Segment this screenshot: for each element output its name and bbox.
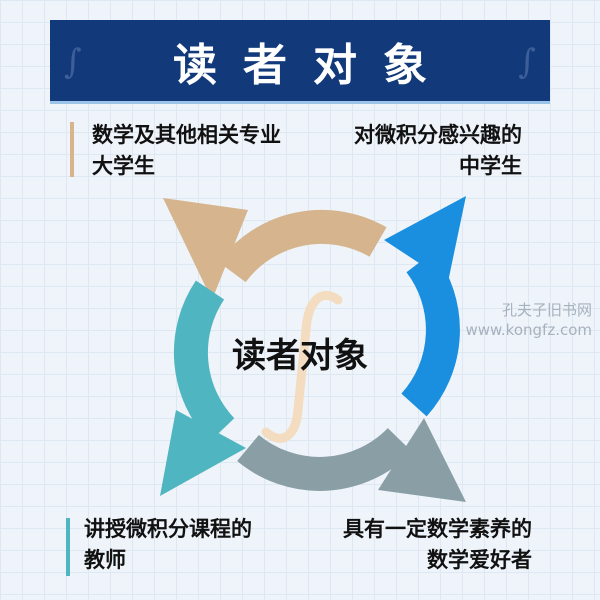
audience-line: 数学及其他相关专业: [92, 123, 281, 147]
audience-line: 讲授微积分课程的: [84, 517, 252, 541]
audience-teachers: 讲授微积分课程的 教师: [84, 514, 252, 576]
audience-line: 具有一定数学素养的: [343, 517, 532, 541]
title-banner: ∫ 读者对象 ∫: [50, 20, 550, 104]
center-label: 读者对象: [232, 336, 368, 376]
audience-line: 大学生: [92, 154, 155, 178]
audience-line: 教师: [84, 548, 126, 572]
arrow-teal-head: [160, 410, 246, 496]
audience-line: 数学爱好者: [427, 548, 532, 572]
arrow-tan-head: [163, 198, 248, 300]
audience-high-school-students: 对微积分感兴趣的 中学生: [354, 120, 522, 182]
watermark-url: www.kongfz.com: [465, 321, 592, 339]
integral-icon: ∫: [518, 42, 536, 82]
integral-watermark-icon: [261, 290, 343, 443]
accent-bar-tan: [70, 122, 74, 177]
arrow-gray-head: [378, 418, 466, 502]
watermark: 孔夫子旧书网 www.kongfz.com: [465, 300, 592, 340]
arrow-blue-arc: [401, 251, 460, 417]
arrow-gray-arc: [237, 427, 413, 491]
accent-bar-teal: [66, 518, 70, 576]
integral-icon: ∫: [64, 42, 82, 82]
audience-line: 对微积分感兴趣的: [354, 123, 522, 147]
arrow-teal-arc: [173, 280, 235, 442]
audience-math-enthusiasts: 具有一定数学素养的 数学爱好者: [343, 514, 532, 576]
watermark-text: 孔夫子旧书网: [501, 301, 592, 319]
arrow-tan-arc: [218, 209, 387, 283]
audience-line: 中学生: [459, 154, 522, 178]
arrow-blue-head: [384, 196, 466, 282]
audience-university-students: 数学及其他相关专业 大学生: [92, 120, 281, 182]
page-title: 读者对象: [173, 39, 453, 91]
